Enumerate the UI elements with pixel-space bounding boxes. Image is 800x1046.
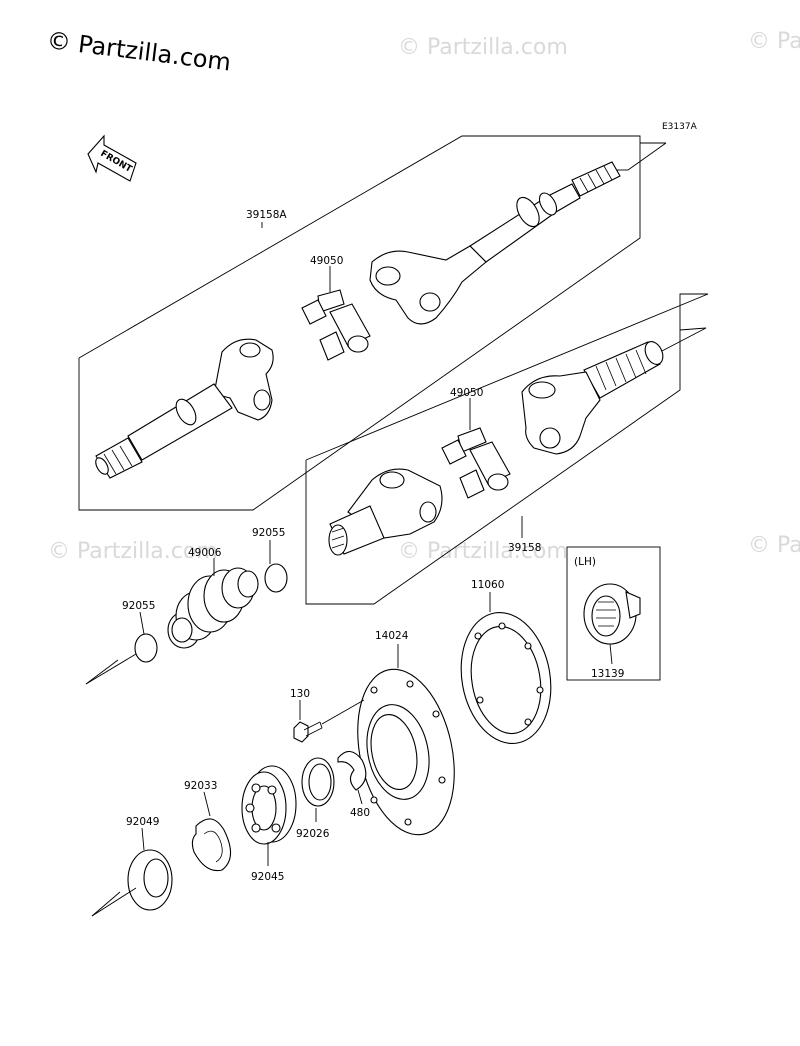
part-label-14024: 14024 <box>375 630 409 642</box>
watermark-main: © Partzilla.com <box>45 26 232 76</box>
part-label-39158A: 39158A <box>246 209 287 221</box>
lh-label: (LH) <box>574 556 596 568</box>
part-label-92049: 92049 <box>126 816 159 828</box>
cross-joint-49050-top <box>301 289 371 361</box>
ring-92055-right <box>264 563 288 593</box>
lh-box <box>566 546 661 681</box>
part-label-11060: 11060 <box>471 579 504 591</box>
watermark-faint-top-center: © Partzilla.com <box>398 35 568 60</box>
shaft-39158A <box>369 161 621 325</box>
part-label-92026: 92026 <box>296 828 330 840</box>
part-label-130: 130 <box>290 688 310 700</box>
ring-92055-left <box>134 633 158 663</box>
seal-92049 <box>127 849 173 911</box>
part-label-92045: 92045 <box>251 871 284 883</box>
snap-ring-480 <box>337 750 367 791</box>
watermark-faint-mid-center: © Partzilla.com <box>398 539 568 564</box>
part-label-49050-top: 49050 <box>310 255 343 267</box>
part-label-92055-left: 92055 <box>122 600 155 612</box>
boot-49006 <box>167 567 259 649</box>
gasket-11060 <box>460 612 552 744</box>
watermark-faint-mid-right: © Partzilla.com <box>748 533 800 558</box>
ring-92026 <box>301 757 335 807</box>
diagram-code: E3137A <box>662 122 698 132</box>
part-label-92033: 92033 <box>184 780 217 792</box>
bolt-130 <box>293 699 365 743</box>
part-label-49050-mid: 49050 <box>450 387 483 399</box>
part-label-480: 480 <box>350 807 370 819</box>
bearing-92045 <box>241 765 297 845</box>
front-arrow-icon: FRONT <box>87 134 137 182</box>
shaft-39158A-left <box>95 338 274 479</box>
shaft-39158 <box>328 341 664 556</box>
housing-14024 <box>357 668 455 836</box>
part-label-92055-right: 92055 <box>252 527 285 539</box>
leader-lines <box>85 222 523 917</box>
cross-joint-49050-mid <box>441 427 511 499</box>
part-label-39158: 39158 <box>508 542 541 554</box>
part-label-49006: 49006 <box>188 547 222 559</box>
watermark-faint-mid-left: © Partzilla.com <box>48 539 218 564</box>
part-label-13139: 13139 <box>591 668 624 680</box>
box-39158 <box>305 293 709 605</box>
watermark-faint-top-right: © Partzilla.com <box>748 29 800 54</box>
circlip-92033 <box>191 818 232 872</box>
